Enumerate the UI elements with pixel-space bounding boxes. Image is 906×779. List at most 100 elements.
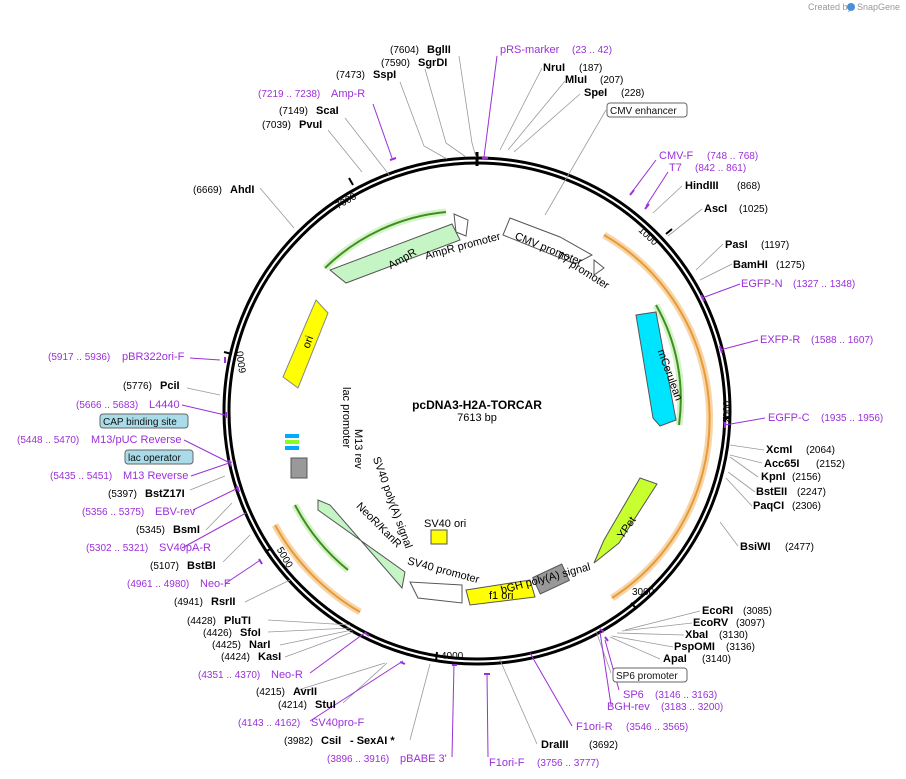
lac-operator-label: lac operator [128, 453, 181, 464]
pcii-name: PciI [160, 380, 180, 392]
f1orif-name: F1ori-F [489, 757, 525, 769]
green-arc-top-line [324, 211, 447, 269]
nrui-pos: (187) [579, 63, 602, 74]
connector-lines [186, 55, 765, 745]
bsteii-pos: (2247) [797, 487, 826, 498]
kasi-pos: (4424) [221, 652, 250, 663]
pbr-pos: (5917 .. 5936) [48, 352, 110, 363]
enzyme-scai: (7149) ScaI [279, 105, 339, 117]
ampr-arrow [329, 223, 461, 284]
sv40pro-pos: (4143 .. 4162) [238, 718, 300, 729]
enzyme-nari: (4425) NarI [212, 639, 270, 651]
sv40pro-name: SV40pro-F [311, 717, 364, 729]
primer-exfpr: EXFP-R (1588 .. 1607) [760, 334, 873, 346]
enzyme-bamhi: BamHI (1275) [733, 259, 805, 271]
bgh-polya-box [532, 563, 570, 595]
scai-name: ScaI [316, 105, 339, 117]
enzyme-pspomi: PspOMI (3136) [674, 641, 755, 653]
sexai-name: - SexAI * [350, 735, 395, 747]
green-arc-left-line [294, 504, 349, 571]
sp6-promoter-box [612, 667, 688, 683]
sfoi-name: SfoI [240, 627, 261, 639]
enzyme-kasi: (4424) KasI [221, 651, 281, 663]
pvui-pos: (7039) [262, 120, 291, 131]
enzyme-bsmi: (5345) BsmI [136, 524, 200, 536]
kpni-name: KpnI [761, 471, 785, 483]
ecori-pos: (3085) [743, 606, 772, 617]
t7-promoter-arrow [593, 258, 605, 276]
primer-sp6: SP6 (3146 .. 3163) [623, 689, 717, 701]
sv40-polya-box [290, 457, 308, 479]
mcerulean-arrow [635, 311, 677, 427]
ahdi-pos: (6669) [193, 185, 222, 196]
draiii-name: DraIII [541, 739, 569, 751]
primer-ampr: (7219 .. 7238) Amp-R [258, 88, 365, 100]
primer-pbabe: (3896 .. 3916) pBABE 3' [327, 753, 447, 765]
f1-ori-label: f1 ori [489, 590, 513, 602]
bglii-pos: (7604) [390, 45, 419, 56]
enzyme-kpni: KpnI (2156) [761, 471, 821, 483]
f1orif-pos: (3756 .. 3777) [537, 758, 599, 769]
t7-pos: (842 .. 861) [695, 163, 746, 174]
exfpr-name: EXFP-R [760, 334, 800, 346]
tick-4000: 4000 [441, 651, 464, 662]
bglii-name: BglII [427, 44, 451, 56]
enzyme-acc65i: Acc65I (2152) [764, 458, 845, 470]
primer-egfpn: EGFP-N (1327 .. 1348) [741, 278, 855, 290]
primer-lines [181, 55, 766, 758]
egfpc-pos: (1935 .. 1956) [821, 413, 883, 424]
bgh-name: BGH-rev [607, 701, 650, 713]
bsiwi-name: BsiWI [740, 541, 771, 553]
hindiii-pos: (868) [737, 181, 760, 192]
pcii-pos: (5776) [123, 381, 152, 392]
enzyme-asci: AscI (1025) [704, 203, 768, 215]
rsrii-name: RsrII [211, 596, 235, 608]
primer-cmvf: CMV-F (748 .. 768) [659, 150, 758, 162]
sspi-pos: (7473) [336, 70, 365, 81]
lac-small-1 [285, 434, 299, 438]
ampr-primer-name: Amp-R [331, 88, 365, 100]
sv40-promoter-label: SV40 promoter [406, 555, 481, 586]
credit-brand: SnapGene [857, 2, 900, 12]
scai-pos: (7149) [279, 106, 308, 117]
sp6-name: SP6 [623, 689, 644, 701]
ebv-pos: (5356 .. 5375) [82, 507, 144, 518]
ecorv-pos: (3097) [736, 618, 765, 629]
m13rev-pos: (5435 .. 5451) [50, 471, 112, 482]
pluti-name: PluTI [224, 615, 251, 627]
bamhi-name: BamHI [733, 259, 768, 271]
primer-f1orif: F1ori-F (3756 .. 3777) [489, 757, 599, 769]
sv40pa-name: SV40pA-R [159, 542, 211, 554]
pasi-name: PasI [725, 239, 748, 251]
enzyme-csii: (3982) CsiI - SexAI * [284, 735, 395, 747]
sp6-promoter-label: SP6 promoter [616, 671, 678, 682]
plasmid-name: pcDNA3-H2A-TORCAR [412, 398, 542, 412]
primer-egfpc: EGFP-C (1935 .. 1956) [768, 412, 883, 424]
enzyme-bstz17i: (5397) BstZ17I [108, 488, 185, 500]
csii-name: CsiI [321, 735, 341, 747]
primer-neof: (4961 .. 4980) Neo-F [127, 578, 231, 590]
bsiwi-pos: (2477) [785, 542, 814, 553]
enzyme-spei: SpeI (228) [584, 87, 644, 99]
bsmi-pos: (5345) [136, 525, 165, 536]
primer-m13rev: (5435 .. 5451) M13 Reverse [50, 470, 188, 482]
enzyme-bsiwi: BsiWI (2477) [740, 541, 814, 553]
primer-neor: (4351 .. 4370) Neo-R [198, 669, 303, 681]
enzyme-bstbi: (5107) BstBI [150, 560, 216, 572]
sp6-pos: (3146 .. 3163) [655, 690, 717, 701]
cmvf-pos: (748 .. 768) [707, 151, 758, 162]
enzyme-stui: (4214) StuI [278, 699, 336, 711]
primer-m13puc: (5448 .. 5470) M13/pUC Reverse [17, 434, 181, 446]
primer-sv40pa: (5302 .. 5321) SV40pA-R [86, 542, 211, 554]
paqci-pos: (2306) [792, 501, 821, 512]
neor-arrow [317, 499, 406, 590]
bamhi-pos: (1275) [776, 260, 805, 271]
mlui-name: MluI [565, 74, 587, 86]
enzyme-draiii: DraIII (3692) [541, 739, 618, 751]
enzyme-pcii: (5776) PciI [123, 380, 180, 392]
acc65i-name: Acc65I [764, 458, 799, 470]
primer-t7: T7 (842 .. 861) [669, 162, 746, 174]
egfpn-name: EGFP-N [741, 278, 783, 290]
nari-pos: (4425) [212, 640, 241, 651]
